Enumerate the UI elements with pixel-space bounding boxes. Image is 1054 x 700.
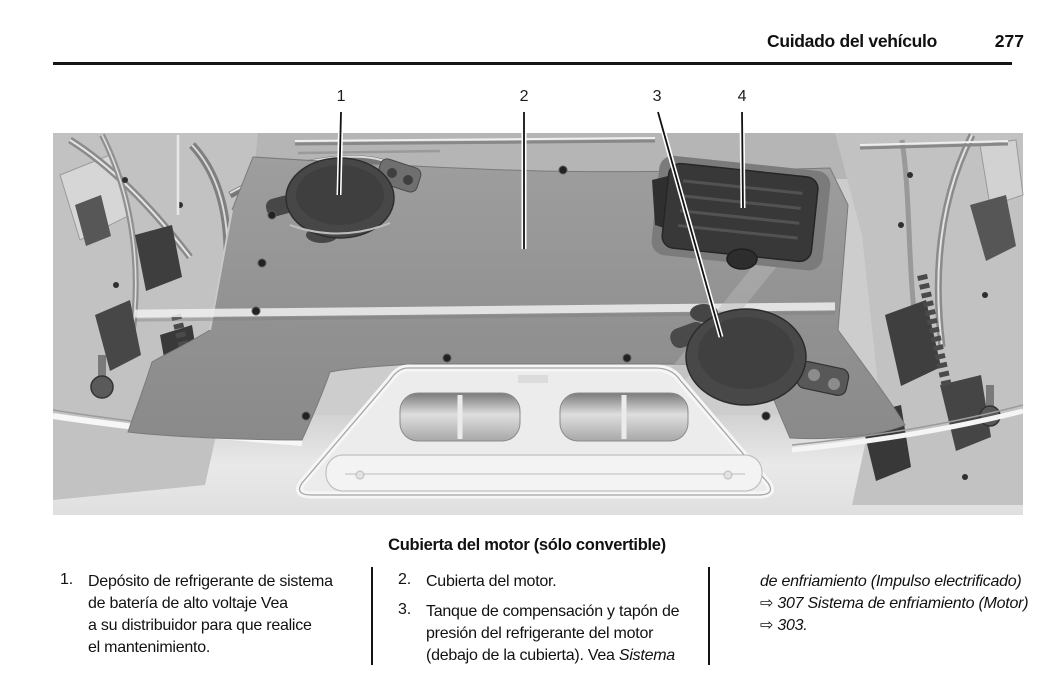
legend-item-3: 3. Tanque de compensación y tapón de pre… — [398, 601, 680, 667]
column-divider-right — [708, 567, 710, 665]
callout-number-1: 1 — [336, 88, 346, 105]
legend-item-1-number: 1. — [60, 571, 73, 588]
legend-item-3-line: presión del refrigerante del motor — [426, 625, 654, 642]
legend-continuation: de enfriamiento (Impulso electrificado) … — [760, 571, 1029, 637]
legend-item-2: 2. Cubierta del motor. — [398, 571, 557, 593]
legend-item-2-number: 2. — [398, 571, 411, 588]
legend-item-1-line: a su distribuidor para que realice — [88, 617, 312, 634]
legend-item-3-line: Tanque de compensación y tapón de — [426, 603, 680, 620]
legend-item-1-line: de batería de alto voltaje Vea — [88, 595, 288, 612]
continuation-line: ⇨ 307 Sistema de enfriamiento (Motor) — [760, 595, 1029, 612]
legend-item-1-line: el mantenimiento. — [88, 639, 211, 656]
callout-number-4: 4 — [737, 88, 747, 105]
legend-item-2-line: Cubierta del motor. — [426, 573, 557, 590]
column-divider-left — [371, 567, 373, 665]
page-title: Cuidado del vehículo — [767, 31, 937, 51]
continuation-line: ⇨ 303. — [760, 617, 808, 634]
callout-number-3: 3 — [652, 88, 662, 105]
continuation-line: de enfriamiento (Impulso electrificado) — [760, 573, 1022, 590]
callout-number-2: 2 — [519, 88, 529, 105]
legend-item-1-line: Depósito de refrigerante de sistema — [88, 573, 333, 590]
legend-item-3-line: (debajo de la cubierta). Vea Sistema — [426, 647, 675, 664]
figure-caption: Cubierta del motor (sólo convertible) — [388, 536, 666, 554]
cross-reference-title: Sistema — [618, 647, 675, 664]
legend-item-3-number: 3. — [398, 601, 411, 618]
legend-item-1: 1. Depósito de refrigerante de sistema d… — [60, 571, 333, 659]
engine-compartment-illustration — [52, 111, 1024, 515]
page-number: 277 — [994, 31, 1024, 51]
header-rule — [53, 62, 1012, 65]
